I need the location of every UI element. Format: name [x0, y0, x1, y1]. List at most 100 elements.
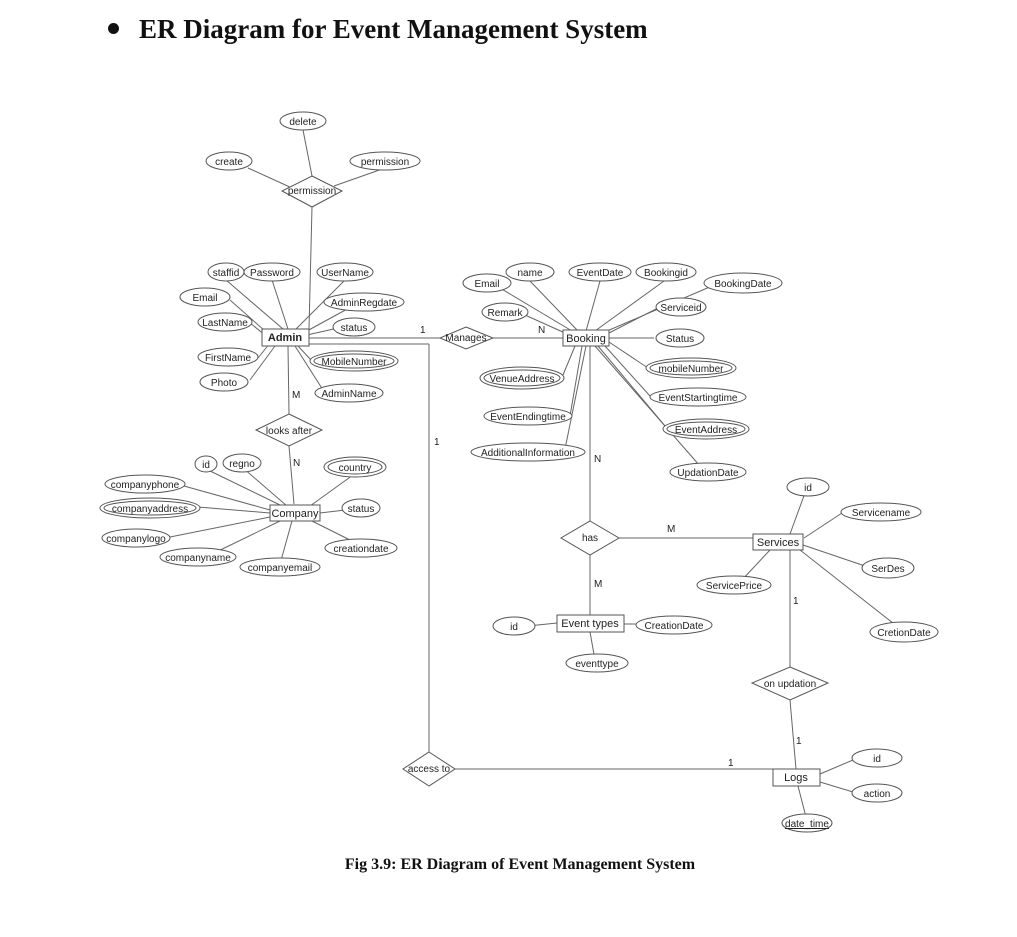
svg-text:AdminRegdate: AdminRegdate	[331, 298, 398, 309]
attribute-companyphone: companyphone	[104, 474, 186, 494]
relationship-permission: permission	[280, 175, 344, 208]
attribute-companyaddress: companyaddress	[99, 497, 201, 519]
cardinality-manages-booking: N	[538, 325, 545, 336]
svg-text:name: name	[517, 268, 542, 279]
attribute-serdes: SerDes	[861, 557, 915, 579]
attribute-companyname: companyname	[159, 547, 237, 567]
svg-text:Servicename: Servicename	[852, 508, 911, 519]
attribute-delete: delete	[279, 111, 327, 131]
svg-text:Status: Status	[666, 334, 694, 345]
svg-text:creationdate: creationdate	[333, 544, 388, 555]
entity-admin: Admin	[261, 328, 310, 347]
attribute-serviceprice: ServicePrice	[696, 575, 772, 595]
attribute-firstname: FirstName	[197, 347, 259, 367]
relationship-on-updation: on updation	[750, 666, 830, 701]
svg-text:permission: permission	[361, 157, 409, 168]
attribute-logs-id: id	[851, 748, 903, 768]
attribute-create: create	[205, 151, 253, 171]
svg-text:EventDate: EventDate	[577, 268, 624, 279]
relationship-looks-after: looks after	[254, 413, 324, 447]
attribute-bookingdate: BookingDate	[703, 272, 783, 294]
svg-text:date_time: date_time	[785, 819, 829, 830]
attribute-admin-status: status	[332, 317, 376, 337]
attribute-adminname: AdminName	[314, 383, 384, 403]
svg-text:on updation: on updation	[764, 679, 816, 690]
svg-text:Photo: Photo	[211, 378, 238, 389]
attribute-admin-regdate: AdminRegdate	[323, 292, 405, 312]
bullet-icon	[108, 23, 119, 35]
svg-text:Remark: Remark	[487, 308, 523, 319]
attribute-booking-status: Status	[655, 328, 705, 348]
svg-text:action: action	[864, 789, 891, 800]
svg-text:Email: Email	[192, 293, 217, 304]
cardinality-admin-access: 1	[434, 437, 440, 448]
relationship-manages: Manages	[438, 326, 495, 350]
svg-text:EventAddress: EventAddress	[675, 425, 737, 436]
attribute-company-status: status	[341, 498, 381, 518]
attribute-country: country	[323, 456, 387, 478]
svg-text:AdminName: AdminName	[321, 389, 376, 400]
svg-text:FirstName: FirstName	[205, 353, 252, 364]
svg-text:regno: regno	[229, 459, 255, 470]
attribute-eventstartingtime: EventStartingtime	[649, 387, 747, 407]
cardinality-admin-manages: 1	[420, 325, 426, 336]
svg-text:permission: permission	[288, 186, 336, 197]
cardinality-has-services: M	[667, 524, 675, 535]
svg-text:status: status	[341, 323, 368, 334]
attribute-date-time: date_time	[781, 813, 833, 833]
entity-logs: Logs	[772, 768, 821, 787]
attribute-staffid: staffid	[207, 262, 245, 282]
attribute-remark: Remark	[481, 302, 529, 322]
svg-text:VenueAddress: VenueAddress	[489, 374, 554, 385]
cardinality-looks-company: N	[293, 458, 300, 469]
attribute-eventendingtime: EventEndingtime	[483, 406, 573, 426]
svg-text:Event types: Event types	[561, 618, 619, 630]
attribute-action: action	[851, 783, 903, 803]
page-heading: ER Diagram for Event Management System	[108, 14, 648, 45]
attribute-photo: Photo	[199, 372, 249, 392]
svg-text:Manages: Manages	[445, 333, 486, 344]
attribute-updationdate: UpdationDate	[669, 462, 747, 482]
svg-text:companylogo: companylogo	[106, 534, 166, 545]
attribute-cretiondate: CretionDate	[869, 621, 939, 643]
entity-company: Company	[269, 504, 321, 522]
attribute-admin-email: Email	[179, 287, 231, 307]
svg-text:status: status	[348, 504, 375, 515]
svg-text:Bookingid: Bookingid	[644, 268, 688, 279]
attribute-permission: permission	[349, 151, 421, 171]
attribute-bookingid: Bookingid	[635, 262, 697, 282]
attribute-companylogo: companylogo	[101, 528, 171, 548]
attribute-venueaddress: VenueAddress	[479, 366, 565, 390]
svg-text:id: id	[510, 622, 518, 633]
attribute-name: name	[505, 262, 555, 282]
svg-text:MobileNumber: MobileNumber	[321, 357, 387, 368]
attribute-services-id: id	[786, 477, 830, 497]
cardinality-labels: 1 N M N 1 N M M 1 1 1	[292, 325, 802, 769]
svg-text:Admin: Admin	[268, 332, 303, 344]
attribute-lastname: LastName	[197, 312, 253, 332]
svg-text:CreationDate: CreationDate	[645, 621, 704, 632]
svg-text:Password: Password	[250, 268, 294, 279]
svg-text:Booking: Booking	[566, 333, 606, 345]
svg-text:id: id	[202, 460, 210, 471]
svg-text:companyname: companyname	[165, 553, 231, 564]
svg-text:ServicePrice: ServicePrice	[706, 581, 763, 592]
entity-booking: Booking	[562, 329, 610, 347]
svg-text:CretionDate: CretionDate	[877, 628, 931, 639]
relationship-has: has	[560, 520, 620, 556]
svg-text:companyphone: companyphone	[111, 480, 180, 491]
cardinality-has-eventtypes: M	[594, 579, 602, 590]
cardinality-services-updation: 1	[793, 596, 799, 607]
attribute-additionalinformation: AdditionalInformation	[470, 442, 586, 462]
figure-caption: Fig 3.9: ER Diagram of Event Management …	[344, 856, 696, 873]
attribute-mobilenumber-admin: MobileNumber	[309, 350, 399, 372]
svg-text:country: country	[339, 463, 372, 474]
attribute-username: UserName	[316, 262, 374, 282]
svg-text:EventStartingtime: EventStartingtime	[659, 393, 738, 404]
svg-text:create: create	[215, 157, 243, 168]
attribute-serviceid: Serviceid	[655, 297, 707, 317]
svg-text:staffid: staffid	[213, 268, 240, 279]
svg-text:id: id	[804, 483, 812, 494]
svg-text:LastName: LastName	[202, 318, 248, 329]
